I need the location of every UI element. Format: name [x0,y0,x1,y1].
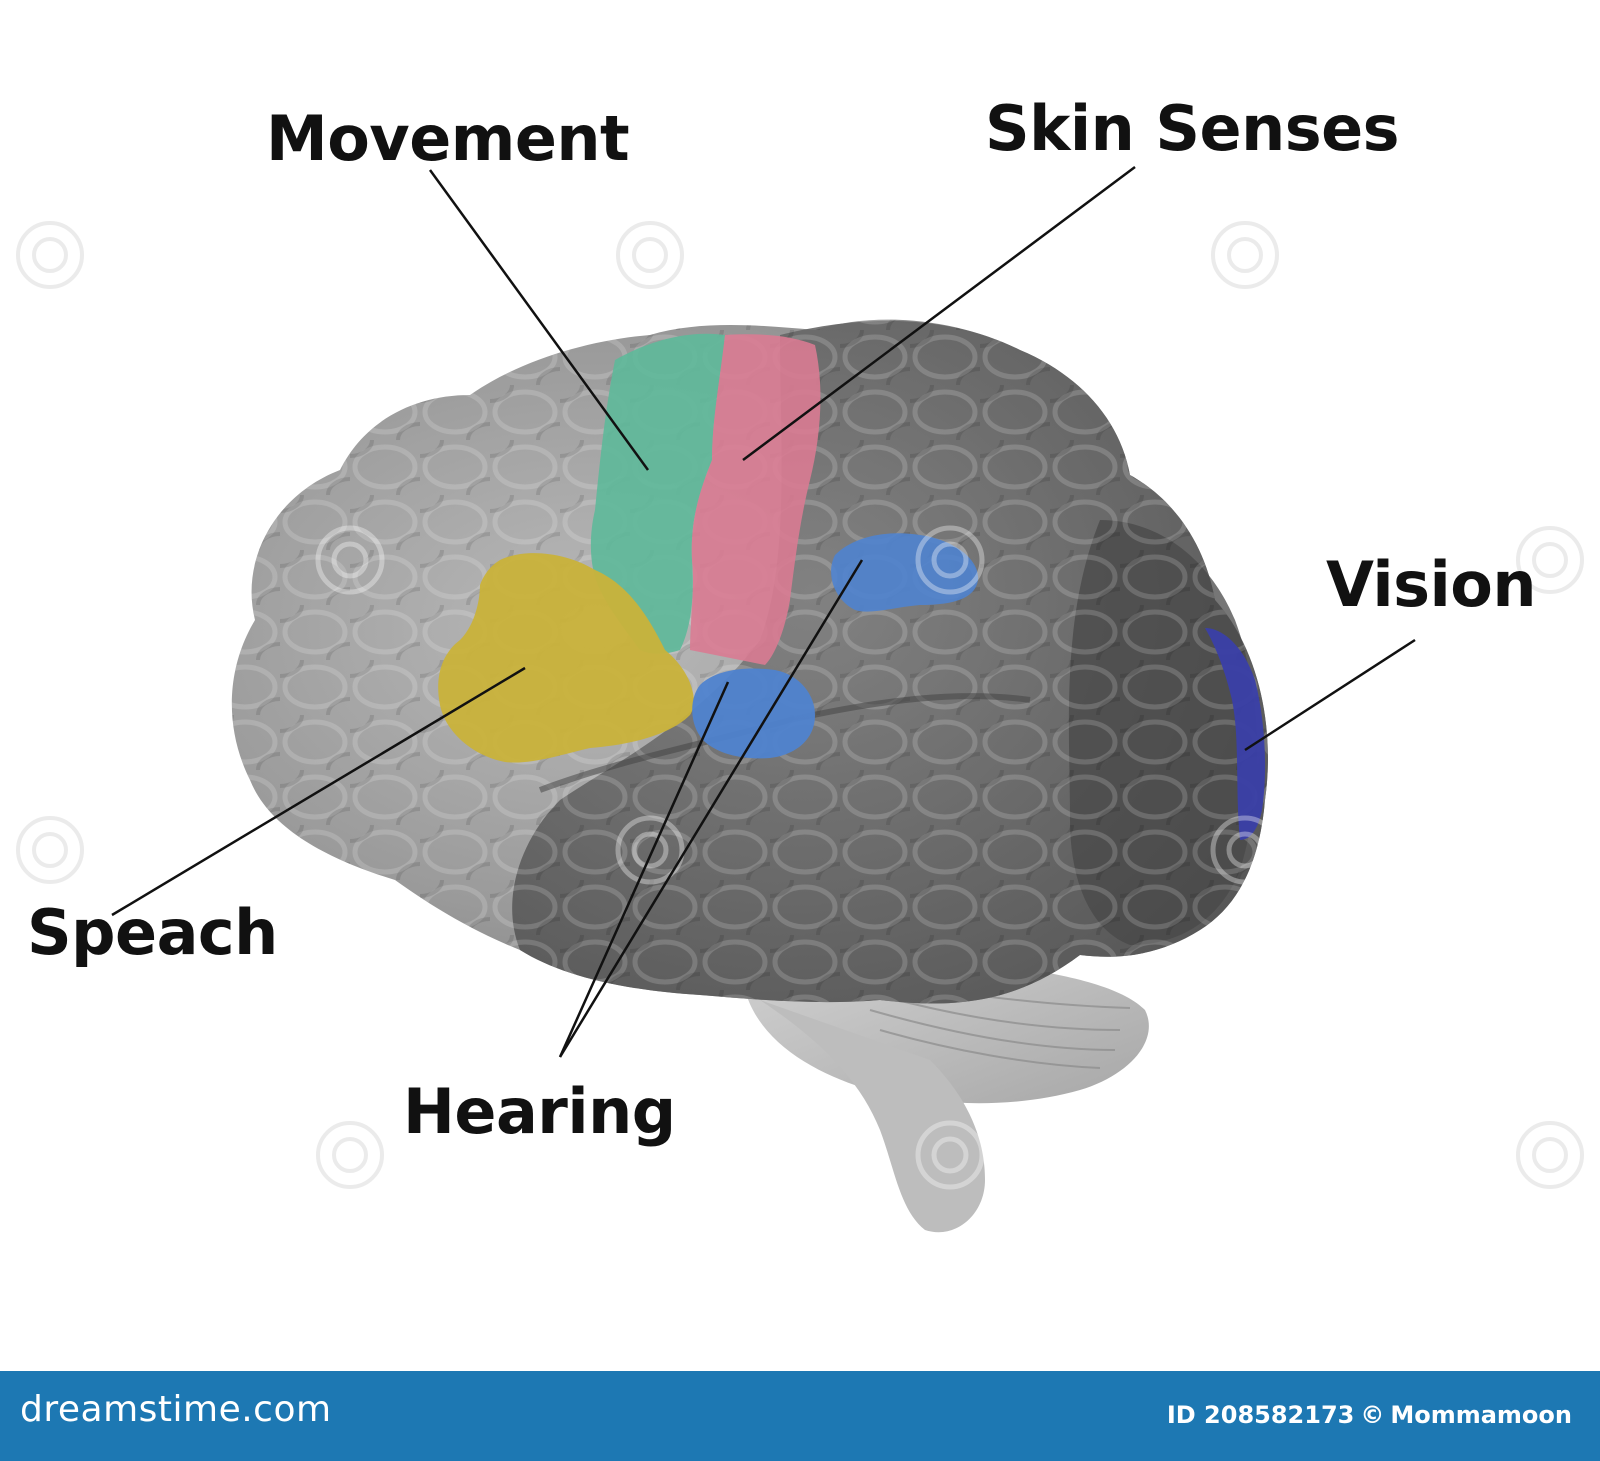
watermark-layer [315,525,1280,1190]
image-id: ID 208582173 [1166,1401,1355,1429]
vision-region [1205,628,1266,840]
copyright-icon: © [1360,1401,1385,1429]
skin-senses-region [690,334,821,665]
leader-line-hearing-b [558,559,864,1058]
label-hearing: Hearing [403,1075,676,1148]
hearing-region-lower [692,668,815,759]
label-vision: Vision [1326,548,1537,621]
leader-line-vision [1244,638,1416,752]
movement-region [590,333,725,654]
author-name[interactable]: Mommamoon [1390,1401,1572,1429]
leader-line-speach [111,666,526,917]
leader-line-hearing-a [558,681,730,1058]
speach-region [438,553,694,763]
footer-brand[interactable]: dreamstime.com [20,1389,332,1430]
brain-stem [760,1000,985,1233]
label-skin-senses: Skin Senses [985,92,1400,165]
leader-line-skin-senses [742,165,1136,462]
hearing-region-upper [831,533,979,612]
leader-line-movement [428,169,650,471]
label-speach: Speach [27,896,278,969]
brain-diagram [16,165,1584,1233]
label-movement: Movement [266,102,630,175]
leader-lines [111,165,1416,1058]
footer-bar: dreamstime.com ID 208582173 © Mommamoon [0,1371,1600,1461]
footer-credit: ID 208582173 © Mommamoon [1167,1401,1572,1429]
